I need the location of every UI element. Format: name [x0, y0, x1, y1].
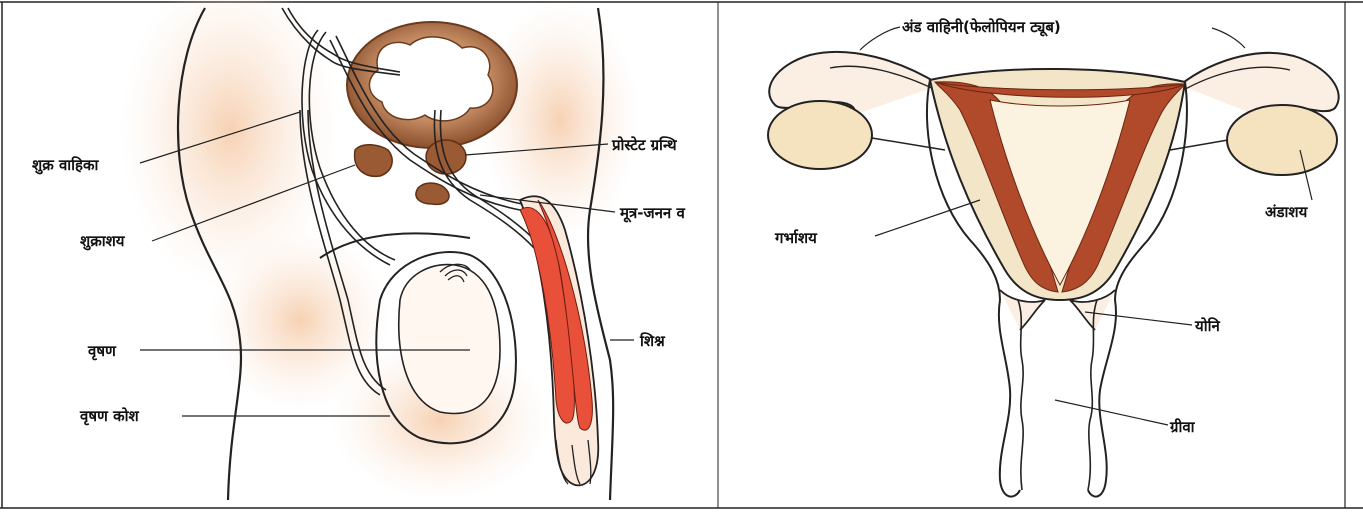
- female-reproductive-diagram: अंड वाहिनी(फेलोपियन ट्यूब) अंडाशय गर्भाश…: [768, 18, 1339, 497]
- leader-cervix: [1055, 400, 1168, 425]
- label-cervix: ग्रीवा: [1169, 418, 1196, 436]
- label-testis: वृषण: [87, 342, 117, 361]
- prostate-gland: [426, 140, 466, 174]
- seminal-vesicle-lower: [416, 183, 449, 204]
- leader-uterus: [875, 200, 980, 236]
- label-urethra: मूत्र-जनन व: [619, 204, 685, 223]
- urinary-bladder: [347, 22, 517, 148]
- leader-vagina: [1085, 312, 1192, 325]
- label-fallopian-tube: अंड वाहिनी(फेलोपियन ट्यूब): [902, 18, 1061, 37]
- testis: [399, 265, 500, 414]
- label-vas-deferens: शुक्र वाहिका: [32, 156, 100, 175]
- ovary-right: [1227, 105, 1337, 175]
- label-seminal-vesicle: शुक्राशय: [80, 232, 126, 251]
- label-ovary: अंडाशय: [1265, 203, 1309, 221]
- label-vagina: योनि: [1194, 317, 1220, 335]
- ovary-left: [768, 101, 872, 169]
- leader-fallopian-left: [860, 27, 900, 50]
- label-uterus: गर्भाशय: [774, 229, 818, 247]
- label-prostate: प्रोस्टेट ग्रन्थि: [611, 136, 678, 154]
- leader-fallopian-right: [1212, 28, 1245, 48]
- label-scrotum: वृषण कोश: [79, 407, 139, 426]
- male-reproductive-diagram: शुक्र वाहिका शुक्राशय वृषण वृषण कोश प्रो…: [32, 0, 685, 500]
- seminal-vesicle-upper: [355, 145, 393, 177]
- vagina-wall-left-outer: [999, 300, 1020, 497]
- label-penis: शिश्न: [639, 332, 666, 350]
- ovarian-ligament-right: [1170, 140, 1228, 150]
- ovarian-ligament-left: [872, 138, 945, 150]
